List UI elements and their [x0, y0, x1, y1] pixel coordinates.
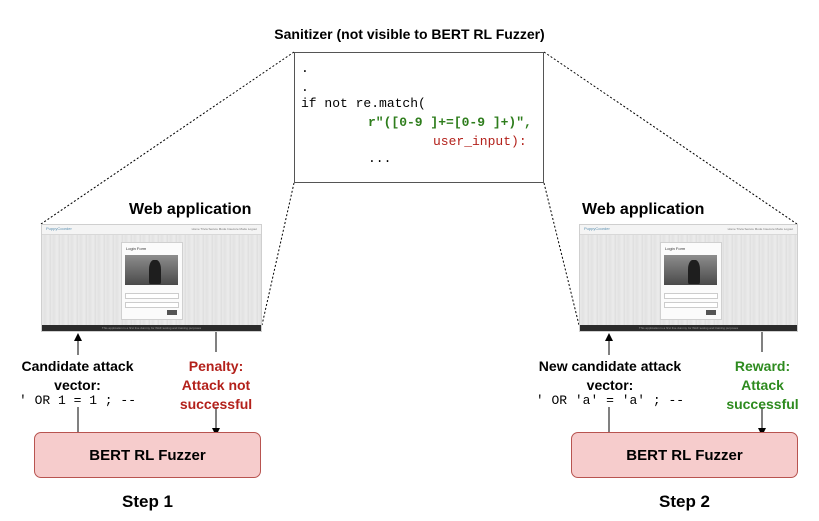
login-username-field [125, 293, 179, 299]
webapp-navbar: PuppyCoorder Home Trivia Secure Mode Ins… [42, 225, 261, 235]
login-password-field [664, 302, 718, 308]
step2-reward-label: Reward: Attack successful [715, 357, 810, 414]
step2-attack-vector: ' OR 'a' = 'a' ; -- [535, 393, 685, 408]
login-form-title: Login Form [665, 246, 686, 251]
zoom-line-left-top [40, 51, 295, 225]
step2-reward-line1: Reward: [734, 358, 791, 374]
login-photo [664, 255, 717, 285]
step2-candidate-label-line1: New candidate attack [538, 358, 682, 374]
code-line-2: . [301, 80, 309, 95]
webapp-navbar: PuppyCoorder Home Trivia Secure Mode Ins… [580, 225, 797, 235]
code-line-5-user-input: user_input): [433, 134, 527, 149]
step2-bert-rl-fuzzer: BERT RL Fuzzer [571, 432, 798, 478]
step1-webapp-heading: Web application [129, 201, 252, 218]
sanitizer-title: Sanitizer (not visible to BERT RL Fuzzer… [274, 26, 545, 42]
login-password-field [125, 302, 179, 308]
zoom-line-left-bottom [261, 182, 295, 326]
step2-label: Step 2 [658, 492, 711, 511]
step1-penalty-line2: Attack not [181, 377, 251, 393]
login-submit-button [706, 310, 716, 315]
webapp-brand: PuppyCoorder [584, 226, 610, 231]
step1-candidate-label: Candidate attack vector: [0, 357, 155, 395]
step2-webapp-heading: Web application [582, 201, 705, 218]
step1-penalty-label: Penalty: Attack not successful [161, 357, 271, 414]
step2-webapp-screenshot: PuppyCoorder Home Trivia Secure Mode Ins… [579, 224, 798, 332]
step1-penalty-line1: Penalty: [188, 358, 244, 374]
step2-fuzzer-label: BERT RL Fuzzer [626, 446, 743, 464]
sanitizer-code-box: . . if not re.match( r"([0-9 ]+=[0-9 ]+)… [294, 52, 544, 183]
step2-reward-line2: Attack [741, 377, 784, 393]
webapp-footer-text: This application is a first line dummy f… [101, 326, 202, 330]
login-submit-button [167, 310, 177, 315]
login-photo [125, 255, 178, 285]
code-line-3: if not re.match( [301, 96, 426, 111]
step1-label: Step 1 [121, 492, 174, 511]
code-line-4-regex: r"([0-9 ]+=[0-9 ]+)", [368, 115, 532, 130]
webapp-nav-links: Home Trivia Secure Mode Insecure Mode Lo… [727, 227, 793, 231]
login-form-title: Login Form [126, 246, 147, 251]
step1-attack-vector: ' OR 1 = 1 ; -- [18, 393, 137, 408]
login-username-field [664, 293, 718, 299]
step1-candidate-label-line2: vector: [54, 377, 101, 393]
step1-candidate-label-line1: Candidate attack [21, 358, 134, 374]
step2-candidate-label: New candidate attack vector: [520, 357, 700, 395]
webapp-nav-links: Home Trivia Secure Mode Insecure Mode Lo… [191, 227, 257, 231]
step1-bert-rl-fuzzer: BERT RL Fuzzer [34, 432, 261, 478]
zoom-line-right-bottom [543, 182, 580, 326]
login-form-card: Login Form [660, 242, 722, 320]
step2-reward-line3: successful [726, 396, 799, 412]
code-line-1: . [301, 61, 309, 76]
login-form-card: Login Form [121, 242, 183, 320]
step1-fuzzer-label: BERT RL Fuzzer [89, 446, 206, 464]
step2-candidate-label-line2: vector: [586, 377, 634, 393]
code-line-6: ... [368, 151, 392, 166]
step1-webapp-screenshot: PuppyCoorder Home Trivia Secure Mode Ins… [41, 224, 262, 332]
zoom-line-right-top [543, 51, 798, 225]
webapp-brand: PuppyCoorder [46, 226, 72, 231]
step1-penalty-line3: successful [179, 396, 253, 412]
webapp-footer-text: This application is a first line dummy f… [638, 326, 739, 330]
